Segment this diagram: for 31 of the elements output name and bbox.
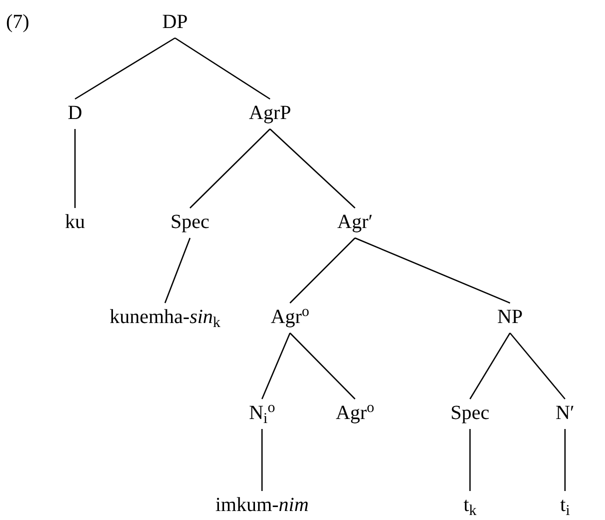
tree-node-label: t$_{i}$ — [560, 493, 570, 517]
tree-node-label: DP — [162, 10, 188, 34]
tree-branch-line — [469, 429, 471, 491]
tree-node-label: D — [68, 101, 82, 125]
tree-node-label: NP — [497, 305, 523, 329]
tree-branch-line — [174, 37, 270, 100]
example-number: (7) — [6, 10, 30, 35]
tree-branch-line — [164, 238, 191, 304]
tree-branch-line — [190, 128, 270, 208]
tree-node-label: Agr′ — [337, 210, 373, 234]
tree-branch-line — [290, 332, 356, 400]
tree-node-label: Agr$^{o}$ — [270, 305, 310, 329]
tree-node-label: Agr$^{o}$ — [336, 401, 374, 425]
tree-branch-line — [74, 37, 176, 100]
tree-branch-line — [261, 332, 291, 400]
tree-node-label: AgrP — [248, 101, 292, 125]
tree-node-label: ku — [65, 210, 85, 234]
tree-branch-line — [564, 429, 566, 491]
tree-branch-line — [469, 332, 511, 400]
tree-branch-line — [270, 128, 356, 208]
tree-branch-line — [74, 129, 76, 208]
tree-node-label: N′ — [556, 401, 574, 425]
tree-node-label: Spec — [450, 401, 490, 425]
tree-node-label: imkum-nim — [215, 493, 309, 517]
tree-node-label: Spec — [170, 210, 210, 234]
tree-branch-line — [354, 237, 510, 304]
tree-branch-line — [290, 238, 356, 304]
tree-node-label: kunemha-sin$_{k}$ — [110, 305, 220, 329]
tree-node-label: t$_{k}$ — [463, 493, 477, 517]
tree-branch-line — [261, 429, 263, 491]
tree-branch-line — [510, 332, 566, 400]
